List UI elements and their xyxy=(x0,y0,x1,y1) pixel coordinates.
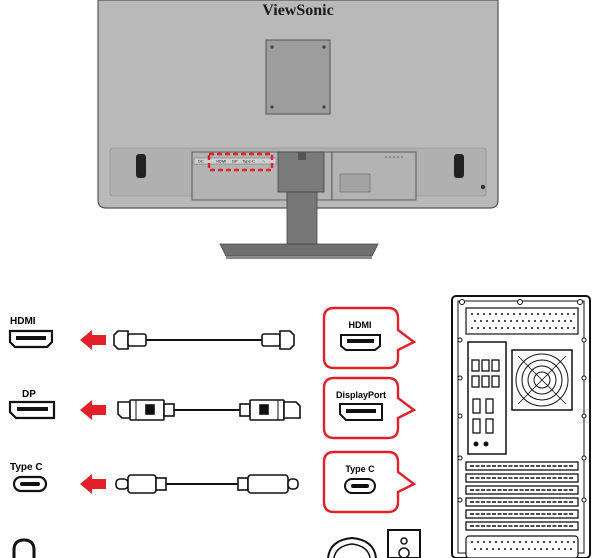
speaker-grille-right xyxy=(454,154,464,178)
pc-tower xyxy=(451,295,591,558)
usb-c-cable-icon xyxy=(115,474,299,494)
speaker-grille-left xyxy=(136,154,146,178)
displayport-source-label: DisplayPort xyxy=(336,390,386,400)
port-label-hdmi: HDMI xyxy=(216,159,226,164)
headphones-icon xyxy=(12,538,36,558)
port-label-dp: DP xyxy=(232,159,238,164)
hdmi-row: HDMI HDMI xyxy=(8,306,417,370)
io-panel xyxy=(467,341,507,455)
port-label-typec: Type-C xyxy=(242,159,255,164)
vesa-mount-plate xyxy=(265,39,331,115)
arrow-left-icon xyxy=(80,474,106,494)
headphones-device-icon xyxy=(327,536,377,558)
hdmi-port-label: HDMI xyxy=(10,316,36,327)
port-label-audio: ∩ xyxy=(262,159,265,164)
hdmi-cable-icon xyxy=(113,330,295,350)
displayport-cable-icon xyxy=(117,399,301,421)
hdmi-source-label: HDMI xyxy=(349,320,372,330)
arrow-left-icon xyxy=(80,330,106,350)
typec-source-label: Type C xyxy=(345,464,375,474)
arrow-left-icon xyxy=(80,400,106,420)
fan-icon xyxy=(511,349,573,411)
dp-row: DP DisplayPort xyxy=(8,376,417,440)
kensington-lock-icon xyxy=(480,184,486,190)
monitor-rear: ViewSonic DC HDMI DP Type-C ∩ xyxy=(97,0,499,259)
monitor-stand xyxy=(219,151,379,259)
port-label-dc: DC xyxy=(198,159,204,164)
brand-logo: ViewSonic xyxy=(262,2,333,19)
dp-port-label: DP xyxy=(22,389,36,400)
typec-row: Type C Type C xyxy=(10,450,417,514)
typec-port-label: Type C xyxy=(10,462,43,473)
speaker-device-icon xyxy=(387,529,421,558)
audio-row xyxy=(12,529,421,558)
